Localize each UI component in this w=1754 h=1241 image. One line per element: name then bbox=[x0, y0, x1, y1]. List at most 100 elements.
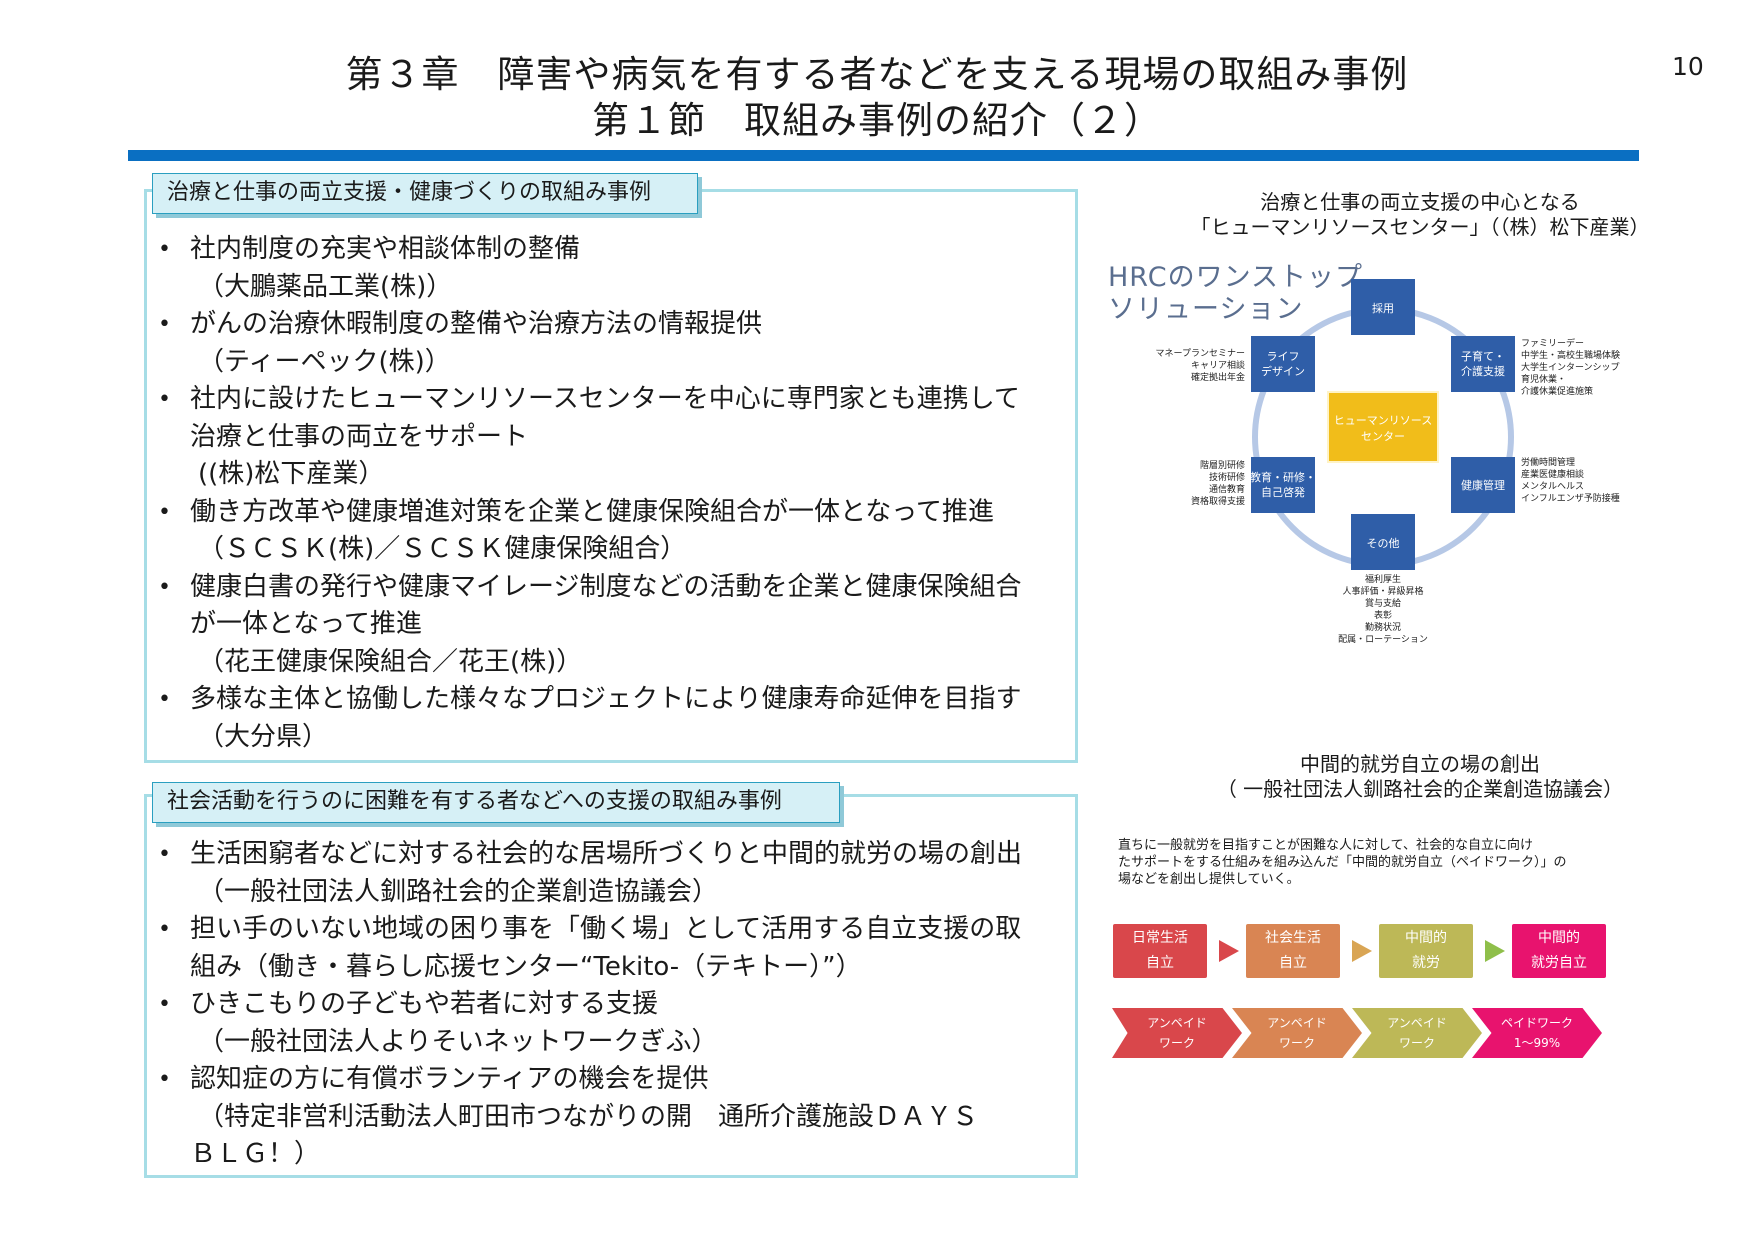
stage-label-2: 自立 bbox=[1279, 955, 1307, 971]
chevron-label-1: アンペイド bbox=[1147, 1016, 1207, 1030]
note-text: 介護休業促進施策 bbox=[1521, 385, 1593, 397]
note-text: 技術研修 bbox=[1209, 471, 1245, 483]
bullet-icon: • bbox=[158, 842, 171, 867]
figure1-caption-line1: 治療と仕事の両立支援の中心となる bbox=[1260, 190, 1580, 214]
chevron-label-1: アンペイド bbox=[1267, 1016, 1327, 1030]
hrc-node-education-label-1: 教育・研修・ bbox=[1250, 470, 1316, 484]
hrc-diagram-title: HRCのワンストップ ソリューション bbox=[1108, 262, 1363, 326]
hrc-node-health: 健康管理 bbox=[1451, 457, 1515, 513]
item-organization: （ＳＣＳＫ(株)／ＳＣＳＫ健康保険組合） bbox=[198, 534, 687, 564]
figure2-description-line2: たサポートをする仕組みを組み込んだ「中間的就労自立（ペイドワーク）」の bbox=[1118, 855, 1567, 870]
stage-label-2: 就労自立 bbox=[1531, 955, 1587, 971]
stage-label-1: 中間的 bbox=[1538, 930, 1580, 946]
item-organization: （大鵬薬品工業(株)） bbox=[198, 271, 453, 302]
item-organization: （大分県） bbox=[198, 721, 329, 752]
item-text: ひきこもりの子どもや若者に対する支援 bbox=[190, 989, 659, 1019]
item-text: 健康白書の発行や健康マイレージ制度などの活動を企業と健康保険組合 bbox=[190, 571, 1022, 602]
item-text: 社内制度の充実や相談体制の整備 bbox=[190, 234, 581, 264]
stage-label-1: 中間的 bbox=[1405, 930, 1447, 946]
note-text: 人事評価・昇級昇格 bbox=[1342, 585, 1423, 597]
bullet-icon: • bbox=[158, 687, 171, 712]
section2-list: • 生活困窮者などに対する社会的な居場所づくりと中間的就労の場の創出 （一般社団… bbox=[158, 836, 1073, 1174]
stage-arrow-icon bbox=[1219, 940, 1239, 962]
item-organization-continued: ＢＬＧ！） bbox=[190, 1139, 321, 1169]
hrc-node-recruit-label: 採用 bbox=[1372, 301, 1394, 315]
note-text: ファミリーデー bbox=[1521, 337, 1584, 349]
figure1-caption-line2: 「ヒューマンリソースセンター」（（株）松下産業） bbox=[1190, 215, 1650, 239]
list-item: • 担い手のいない地域の困り事を「働く場」として活用する自立支援の取 組み（働き… bbox=[158, 911, 1073, 986]
hrc-notes-childcare: ファミリーデー 中学生・高校生職場体験 大学生インターンシップ 育児休業・ 介護… bbox=[1521, 337, 1620, 397]
chevron-label-2: 1～99% bbox=[1513, 1036, 1561, 1050]
item-text: 多様な主体と協働した様々なプロジェクトにより健康寿命延伸を目指す bbox=[190, 684, 1022, 714]
page-number: 10 bbox=[1672, 52, 1704, 81]
item-text-continued: 治療と仕事の両立をサポート bbox=[190, 421, 529, 452]
hrc-notes-education: 階層別研修 技術研修 通信教育 資格取得支援 bbox=[1191, 459, 1245, 507]
list-item: • 社内制度の充実や相談体制の整備 （大鵬薬品工業(株)） bbox=[158, 231, 1073, 306]
stage-label-2: 自立 bbox=[1146, 955, 1174, 971]
note-text: 階層別研修 bbox=[1200, 459, 1245, 471]
hrc-center-label-1: ヒューマンリソース bbox=[1334, 414, 1432, 427]
chevron-unpaid-work-1: アンペイド ワーク bbox=[1112, 1008, 1242, 1058]
item-organization: （一般社団法人釧路社会的企業創造協議会） bbox=[198, 876, 719, 907]
item-text: がんの治療休暇制度の整備や治療方法の情報提供 bbox=[190, 309, 763, 339]
list-item: • 社内に設けたヒューマンリソースセンターを中心に専門家とも連携して 治療と仕事… bbox=[158, 381, 1073, 494]
bullet-icon: • bbox=[158, 237, 171, 262]
note-text: 配属・ローテーション bbox=[1338, 634, 1428, 645]
item-organization: （ティーペック(株)） bbox=[198, 346, 451, 377]
note-text: 勤務状況 bbox=[1365, 621, 1401, 633]
hrc-diagram: ヒューマンリソース センター 採用 ライフ デザイン 子育て・ 介護支援 教育・… bbox=[1156, 279, 1620, 645]
note-text: キャリア相談 bbox=[1191, 359, 1245, 371]
item-organization: （花王健康保険組合／花王(株)） bbox=[198, 646, 583, 677]
figure2-caption-line2: （ 一般社団法人釧路社会的企業創造協議会） bbox=[1216, 777, 1624, 801]
stage-arrow-icon bbox=[1352, 940, 1372, 962]
note-text: 資格取得支援 bbox=[1191, 495, 1245, 507]
hrc-notes-other: 福利厚生 人事評価・昇級昇格 賞与支給 表彰 勤務状況 配属・ローテーション bbox=[1338, 573, 1428, 645]
hrc-node-other-label: その他 bbox=[1367, 537, 1400, 550]
bullet-icon: • bbox=[158, 312, 171, 337]
note-text: 育児休業・ bbox=[1521, 373, 1566, 385]
stage-label-2: 就労 bbox=[1412, 955, 1440, 971]
bullet-icon: • bbox=[158, 1067, 171, 1092]
list-item: • 働き方改革や健康増進対策を企業と健康保険組合が一体となって推進 （ＳＣＳＫ(… bbox=[158, 494, 1073, 569]
figure2-caption: 中間的就労自立の場の創出 （ 一般社団法人釧路社会的企業創造協議会） bbox=[1100, 752, 1740, 802]
bullet-icon: • bbox=[158, 387, 171, 412]
list-item: • がんの治療休暇制度の整備や治療方法の情報提供 （ティーペック(株)） bbox=[158, 306, 1073, 381]
hrc-node-lifedesign-label-2: デザイン bbox=[1261, 364, 1305, 378]
stage-label-1: 日常生活 bbox=[1132, 930, 1188, 946]
hrc-title-line2: ソリューション bbox=[1108, 294, 1304, 325]
hrc-node-health-label: 健康管理 bbox=[1461, 478, 1505, 492]
chevron-label-1: アンペイド bbox=[1387, 1016, 1447, 1030]
hrc-node-education: 教育・研修・ 自己啓発 bbox=[1250, 457, 1316, 513]
chevron-paid-work: ペイドワーク 1～99% bbox=[1472, 1008, 1602, 1058]
item-text: 働き方改革や健康増進対策を企業と健康保険組合が一体となって推進 bbox=[190, 496, 994, 527]
list-item: • 多様な主体と協働した様々なプロジェクトにより健康寿命延伸を目指す （大分県） bbox=[158, 681, 1073, 756]
item-text-continued: 組み（働き・暮らし応援センター“Tekito-（テキトー）”） bbox=[190, 951, 862, 982]
section2-heading: 社会活動を行うのに困難を有する者などへの支援の取組み事例 bbox=[152, 782, 840, 823]
bullet-icon: • bbox=[158, 499, 171, 525]
figure2-description-line3: 場などを創出し提供していく。 bbox=[1118, 872, 1300, 887]
hrc-center-label-2: センター bbox=[1361, 430, 1405, 443]
list-item: • ひきこもりの子どもや若者に対する支援 （一般社団法人よりそいネットワークぎふ… bbox=[158, 986, 1073, 1061]
figure2-description: 直ちに一般就労を目指すことが困難な人に対して、社会的な自立に向け たサポートをす… bbox=[1118, 837, 1618, 888]
bullet-icon: • bbox=[158, 917, 171, 942]
page-subtitle: 第１節 取組み事例の紹介（２） bbox=[592, 99, 1162, 142]
hrc-node-education-label-2: 自己啓発 bbox=[1261, 485, 1305, 499]
note-text: インフルエンザ予防接種 bbox=[1521, 492, 1620, 504]
note-text: 表彰 bbox=[1374, 609, 1392, 621]
chevron-label-2: ワーク bbox=[1158, 1036, 1195, 1050]
hrc-center-node: ヒューマンリソース センター bbox=[1327, 391, 1439, 463]
hrc-node-lifedesign: ライフ デザイン bbox=[1251, 336, 1315, 392]
section1-heading: 治療と仕事の両立支援・健康づくりの取組み事例 bbox=[152, 173, 698, 214]
stage-daily-life: 日常生活 自立 bbox=[1113, 924, 1207, 978]
item-text: 認知症の方に有償ボランティアの機会を提供 bbox=[190, 1064, 709, 1094]
hrc-node-childcare: 子育て・ 介護支援 bbox=[1451, 336, 1515, 392]
list-item: • 生活困窮者などに対する社会的な居場所づくりと中間的就労の場の創出 （一般社団… bbox=[158, 836, 1073, 911]
item-text: 担い手のいない地域の困り事を「働く場」として活用する自立支援の取 bbox=[190, 914, 1022, 944]
note-text: 確定拠出年金 bbox=[1191, 371, 1245, 383]
list-item: • 認知症の方に有償ボランティアの機会を提供 （特定非営利活動法人町田市つながり… bbox=[158, 1061, 1073, 1174]
chevron-unpaid-work-2: アンペイド ワーク bbox=[1232, 1008, 1362, 1058]
note-text: 大学生インターンシップ bbox=[1521, 361, 1620, 373]
figure2-caption-line1: 中間的就労自立の場の創出 bbox=[1300, 752, 1540, 776]
hrc-title-line1: HRCのワンストップ bbox=[1108, 262, 1364, 293]
item-organization: （特定非営利活動法人町田市つながりの開 通所介護施設ＤＡＹＳ bbox=[198, 1101, 979, 1132]
